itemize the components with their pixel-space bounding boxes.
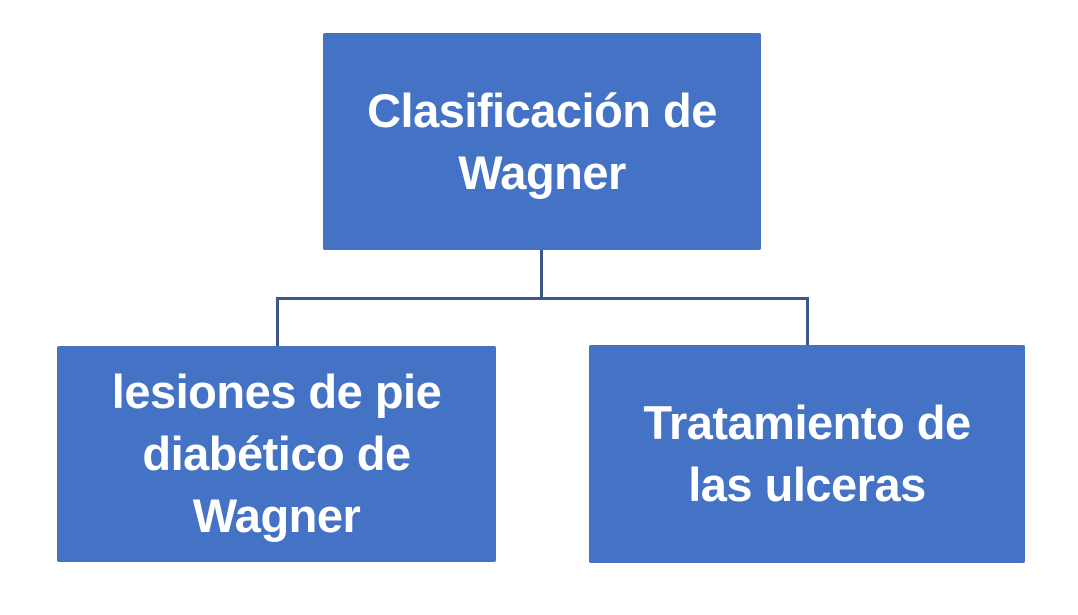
connector-horizontal-bar	[276, 297, 809, 300]
connector-right-drop	[806, 299, 809, 345]
diagram-node-left-label: lesiones de pie diabético de Wagner	[111, 365, 442, 542]
connector-root-stem	[540, 250, 543, 298]
diagram-node-right: Tratamiento de las ulceras	[589, 345, 1025, 563]
diagram-node-root: Clasificación de Wagner	[323, 33, 761, 250]
diagram-node-root-label: Clasificación de Wagner	[367, 83, 717, 199]
diagram-node-left: lesiones de pie diabético de Wagner	[57, 346, 496, 562]
diagram-node-right-label: Tratamiento de las ulceras	[643, 396, 971, 511]
connector-left-drop	[276, 299, 279, 346]
